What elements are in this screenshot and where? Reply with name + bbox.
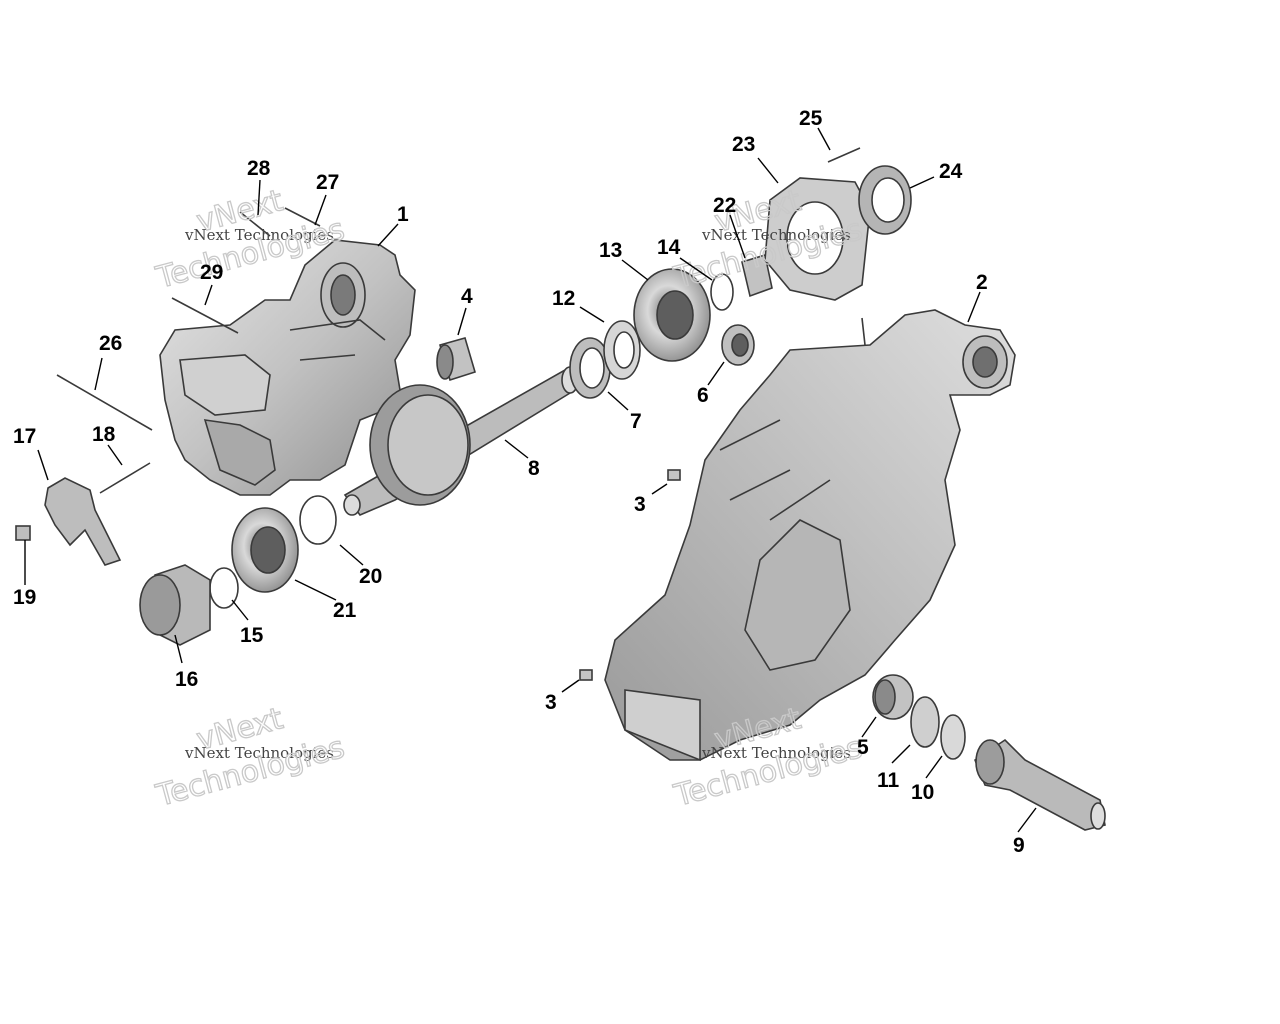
callout-26: 26 [99,332,122,355]
callout-15: 15 [240,624,264,647]
callout-20: 20 [359,565,382,588]
callout-22: 22 [713,194,736,217]
callout-25: 25 [799,107,823,130]
leader-lines [24,127,1037,833]
svg-text:vNext Technologies: vNext Technologies [184,226,334,244]
right-housing-part [604,309,1016,762]
callout-28: 28 [247,157,271,180]
bearing-6 [721,324,755,366]
callout-16: 16 [175,668,198,691]
dowel-3a [667,469,681,481]
oring-14 [710,273,734,311]
callout-4: 4 [461,285,473,308]
callout-3a: 3 [634,493,646,516]
cover-plate-23 [764,177,871,301]
screw-19 [15,525,31,541]
washer-10 [940,714,966,760]
callout-19: 19 [13,586,36,609]
svg-text:vNext Technologies: vNext Technologies [701,744,851,762]
callout-29: 29 [200,261,223,284]
bolt-29 [171,297,239,334]
callout-8: 8 [528,457,540,480]
callout-14: 14 [657,236,681,259]
dowel-3b [579,669,593,681]
bolt-27 [284,207,321,227]
bearing-13 [633,268,711,362]
callout-5: 5 [857,736,869,759]
callout-10: 10 [911,781,934,804]
callout-11: 11 [877,769,900,792]
callout-23: 23 [732,133,755,156]
callout-12: 12 [552,287,575,310]
bearing-21 [231,507,299,593]
callout-24: 24 [939,160,963,183]
callout-2: 2 [976,271,988,294]
shift-fork-17 [44,477,122,566]
pinion-9 [974,738,1106,831]
washer-11 [910,696,940,748]
left-housing-part [159,239,416,496]
bushing-4 [436,337,476,382]
svg-text:vNext Technologies: vNext Technologies [184,744,334,762]
shaft-gear-part [343,366,579,516]
bolt-25 [827,147,861,163]
bushing-5 [872,674,914,720]
callout-7: 7 [630,410,642,433]
callouts: 1 2 3 3 4 5 6 7 8 9 10 11 12 13 14 15 16… [13,107,1025,857]
callout-18: 18 [92,423,116,446]
rod-18 [99,462,151,494]
callout-13: 13 [599,239,622,262]
seal-7-inner [579,347,605,389]
oring-20 [299,495,337,545]
callout-1: 1 [397,203,409,226]
bolt-26 [56,374,153,431]
callout-3b: 3 [545,691,557,714]
callout-9: 9 [1013,834,1025,857]
callout-6: 6 [697,384,709,407]
callout-21: 21 [333,599,357,622]
callout-27: 27 [316,171,339,194]
bolt-28 [239,211,271,237]
bushing-22 [741,253,773,298]
sleeve-16 [139,564,211,646]
callout-17: 17 [13,425,36,448]
seal-24 [858,165,912,235]
washer-12-inner [613,331,635,369]
